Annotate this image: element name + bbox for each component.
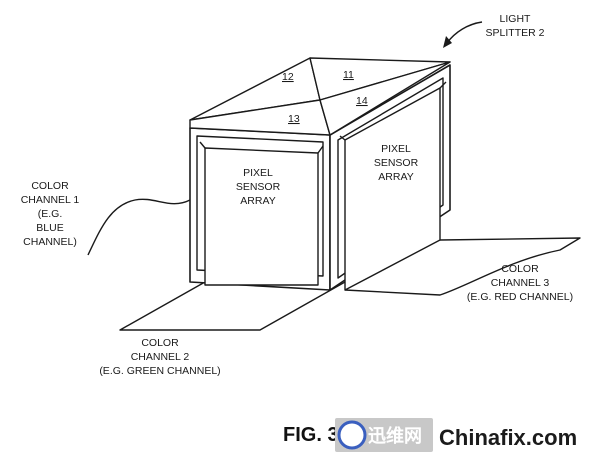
front-sensor-label-line2: SENSOR <box>236 181 281 193</box>
channel-1-label-line2: CHANNEL 1 <box>21 194 80 206</box>
right-sensor-label-line3: ARRAY <box>378 171 413 183</box>
right-pixel-sensor-panel <box>344 87 441 291</box>
right-sensor-label-line1: PIXEL <box>381 143 411 155</box>
part-number-14: 14 <box>356 95 368 107</box>
part-number-13: 13 <box>288 113 300 125</box>
front-panel-bevel <box>199 141 324 154</box>
watermark-ring-icon <box>337 420 367 450</box>
part-number-12: 12 <box>282 71 294 83</box>
channel-2-label-line1: COLOR <box>141 337 179 349</box>
channel-3-floor-plane <box>344 237 581 296</box>
watermark-cn-text: 迅维网 <box>368 425 422 447</box>
channel-2-label-line2: CHANNEL 2 <box>131 351 190 363</box>
front-pixel-sensor-panel <box>204 147 319 286</box>
prism-face-14 <box>319 61 451 136</box>
figure-caption: FIG. 3 <box>283 424 339 446</box>
channel-1-label-line5: CHANNEL) <box>23 236 77 248</box>
front-sensor-label-line1: PIXEL <box>243 167 273 179</box>
channel-3-label-line2: CHANNEL 3 <box>491 277 550 289</box>
channel-2-floor-plane <box>119 281 346 331</box>
light-splitter-arrow <box>446 21 483 44</box>
channel-1-label-line1: COLOR <box>31 180 69 192</box>
channel-1-label-line3: (E.G. <box>38 208 63 220</box>
channel-1-light-curve <box>87 198 191 256</box>
light-splitter-label-line1: LIGHT <box>500 13 532 25</box>
right-sensor-label-line2: SENSOR <box>374 157 419 169</box>
front-sensor-label-line3: ARRAY <box>240 195 275 207</box>
channel-1-label-line4: BLUE <box>36 222 63 234</box>
channel-2-label-line3: (E.G. GREEN CHANNEL) <box>99 365 220 377</box>
channel-3-label-line3: (E.G. RED CHANNEL) <box>467 291 573 303</box>
light-splitter-arrowhead <box>443 36 452 48</box>
front-face-inner-frame <box>196 135 324 277</box>
right-panel-bevel <box>339 81 447 141</box>
part-number-11: 11 <box>343 69 354 81</box>
light-splitter-label-line2: SPLITTER 2 <box>486 27 545 39</box>
watermark-en-text: Chinafix.com <box>439 425 577 450</box>
channel-3-label-line1: COLOR <box>501 263 539 275</box>
watermark-logo: 迅维网 Chinafix.com <box>335 418 577 452</box>
right-face-inner-frame <box>337 77 444 279</box>
